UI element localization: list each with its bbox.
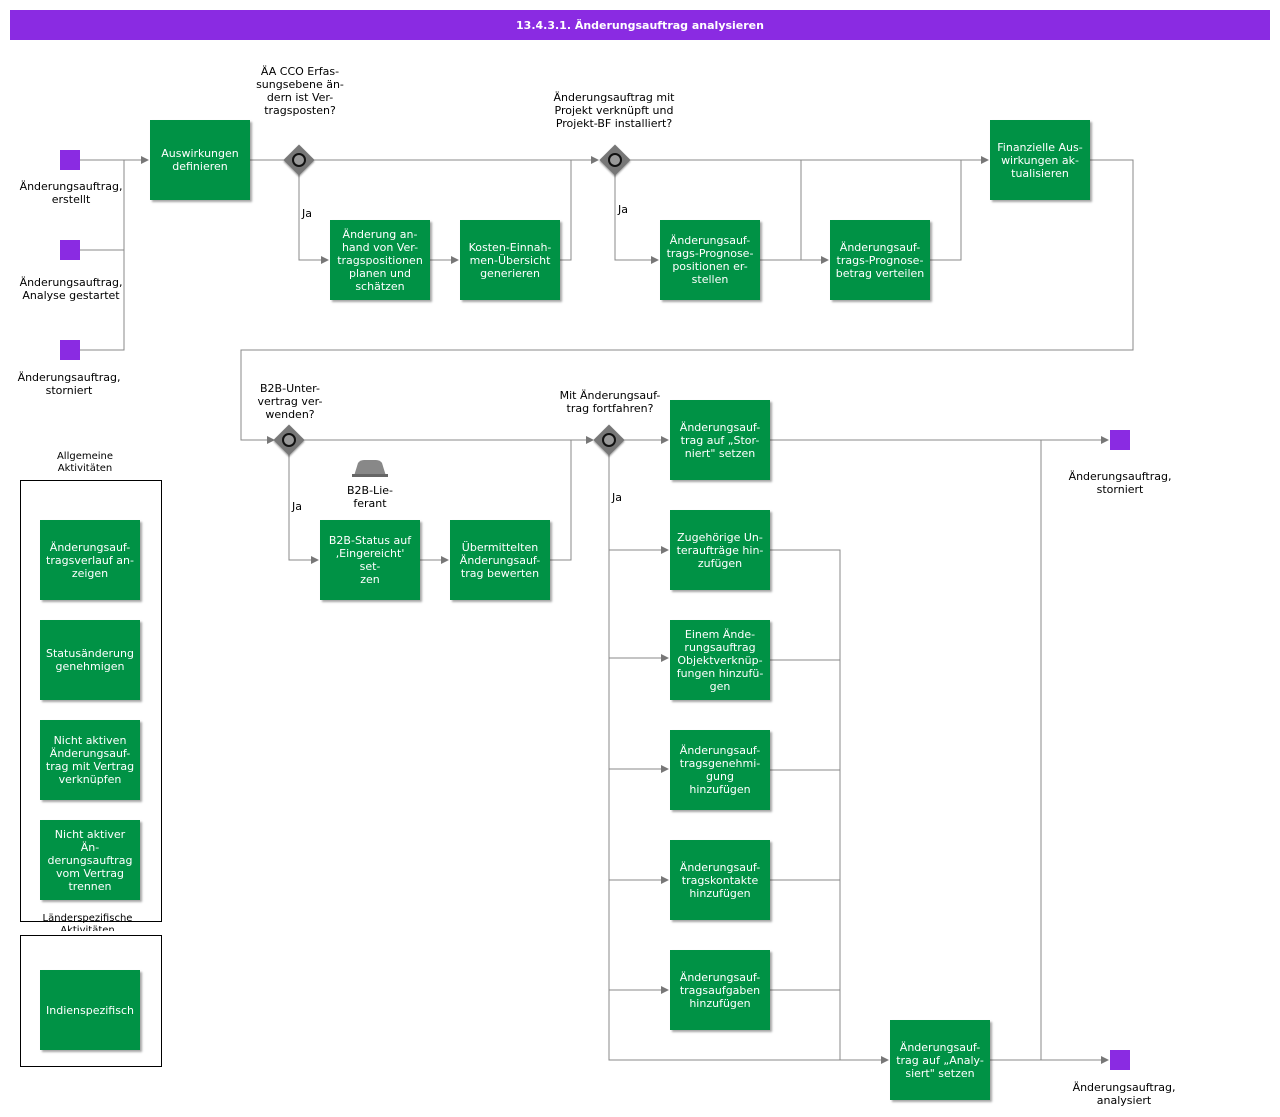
gateway-g1-ring [292,153,306,167]
end-event-storniert[interactable] [1110,430,1130,450]
start-event-storniert[interactable] [60,340,80,360]
task-uebermittelt-bewerten[interactable]: Übermittelten Änderungsauf- trag bewerte… [450,520,550,600]
gateway-g3-ja: Ja [292,500,302,513]
gateway-g1-label: ÄA CCO Erfas- sungsebene än- dern ist Ve… [256,65,344,117]
end-event-analysiert-label: Änderungsauftrag, analysiert [1072,1081,1176,1107]
start-event-analyse-label: Änderungsauftrag, Analyse gestartet [19,276,123,302]
task-prognose-betrag[interactable]: Änderungsauf- trags-Prognose- betrag ver… [830,220,930,300]
task-kosten-uebersicht[interactable]: Kosten-Einnah- men-Übersicht generieren [460,220,560,300]
start-event-analyse[interactable] [60,240,80,260]
gateway-g4-ring [602,433,616,447]
task-aenderung-planen[interactable]: Änderung an- hand von Ver- tragsposition… [330,220,430,300]
diagram-title: 13.4.3.1. Änderungsauftrag analysieren [10,10,1270,40]
task-genehmigung[interactable]: Änderungsauf- tragsgenehmi- gung hinzufü… [670,730,770,810]
start-event-storniert-label: Änderungsauftrag, storniert [17,371,121,397]
task-finanzielle-auswirkungen[interactable]: Finanzielle Aus- wirkungen ak- tualisier… [990,120,1090,200]
task-unterauftraege[interactable]: Zugehörige Un- teraufträge hin- zufügen [670,510,770,590]
task-statusaenderung-genehmigen[interactable]: Statusänderung genehmigen [40,620,140,700]
end-event-storniert-label: Änderungsauftrag, storniert [1068,470,1172,496]
gateway-g1-ja: Ja [302,207,312,220]
task-indienspezifisch[interactable]: Indienspezifisch [40,970,140,1050]
end-event-analysiert[interactable] [1110,1050,1130,1070]
task-storniert-setzen[interactable]: Änderungsauf- trag auf „Stor- niert" set… [670,400,770,480]
gateway-g2-ja: Ja [618,203,628,216]
group-laenderspezifische-aktivitaeten [20,935,162,1067]
task-aufgaben[interactable]: Änderungsauf- tragsaufgaben hinzufügen [670,950,770,1030]
task-auswirkungen-definieren[interactable]: Auswirkungen definieren [150,120,250,200]
task-verlauf-anzeigen[interactable]: Änderungsauf- tragsverlauf an- zeigen [40,520,140,600]
b2b-lieferant-actor-icon [352,460,388,477]
start-event-erstellt-label: Änderungsauftrag, erstellt [19,180,123,206]
task-b2b-status[interactable]: B2B-Status auf ‚Eingereicht' set- zen [320,520,420,600]
group-allgemeine-label: Allgemeine Aktivitäten [56,451,114,474]
gateway-g4-label: Mit Änderungsauf- trag fortfahren? [559,389,661,415]
group-allgemeine-aktivitaeten [20,480,162,922]
gateway-g3-ring [282,433,296,447]
task-prognose-positionen[interactable]: Änderungsauf- trags-Prognose- positionen… [660,220,760,300]
group-laender-label: Länderspezifische Aktivitäten [42,913,133,931]
gateway-g4-ja: Ja [612,491,622,504]
gateway-g2-ring [608,153,622,167]
start-event-erstellt[interactable] [60,150,80,170]
b2b-lieferant-label: B2B-Lie- ferant [347,484,393,510]
task-analysiert-setzen[interactable]: Änderungsauf- trag auf „Analy- siert" se… [890,1020,990,1100]
task-kontakte[interactable]: Änderungsauf- tragskontakte hinzufügen [670,840,770,920]
task-vertrag-trennen[interactable]: Nicht aktiver Än- derungsauftrag vom Ver… [40,820,140,900]
task-objektverknuepfungen[interactable]: Einem Ände- rungsauftrag Objektverknüp- … [670,620,770,700]
gateway-g3-label: B2B-Unter- vertrag ver- wenden? [257,382,323,421]
gateway-g2-label: Änderungsauftrag mit Projekt verknüpft u… [553,91,675,130]
task-vertrag-verknuepfen[interactable]: Nicht aktiven Änderungsauf- trag mit Ver… [40,720,140,800]
